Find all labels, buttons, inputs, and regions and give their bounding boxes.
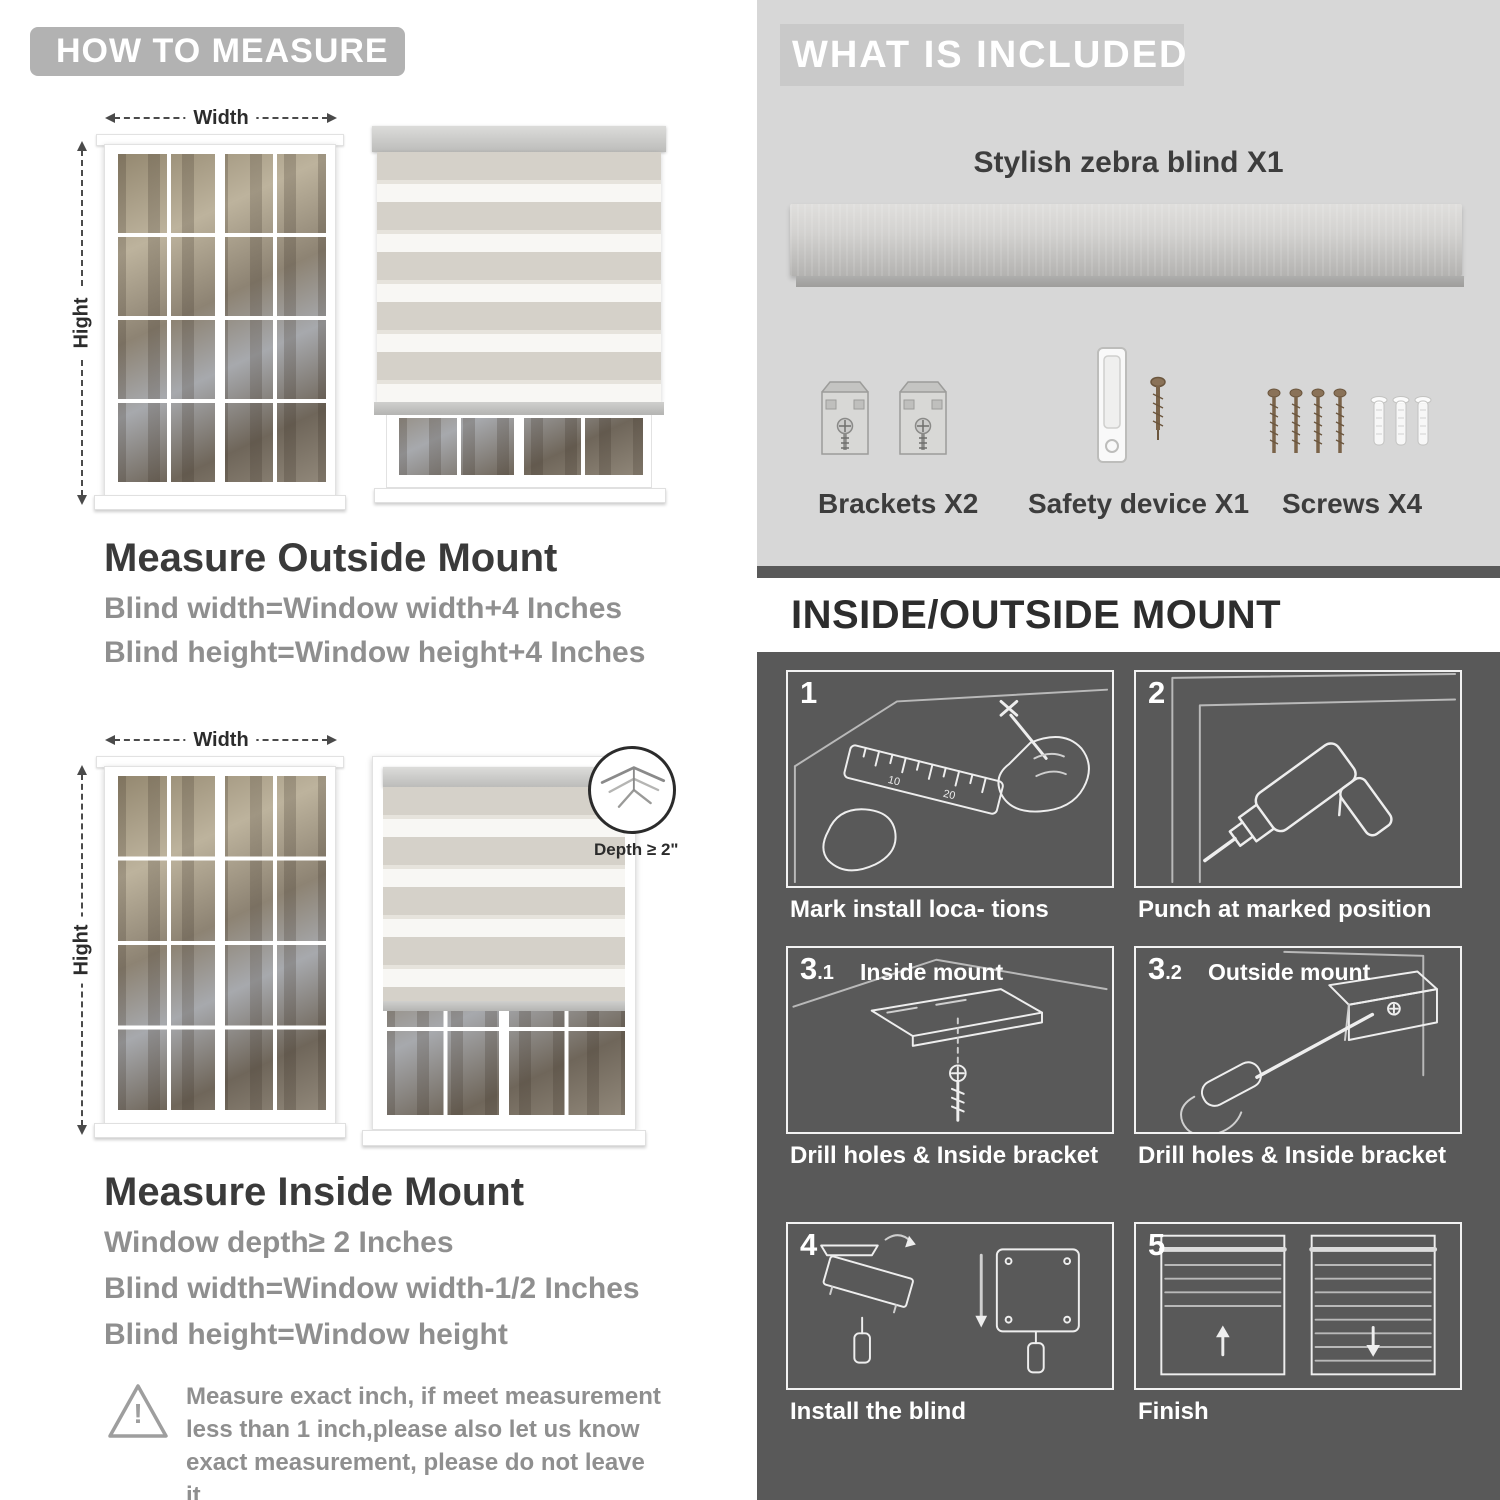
step-5-art (1158, 1234, 1438, 1376)
step-number-main: 3 (1148, 951, 1166, 986)
step-number-sub: .1 (817, 962, 834, 984)
step-panel-4: 4 (786, 1222, 1114, 1390)
inside-mount-blind-illustration (362, 756, 646, 1146)
step-number: 3.2 (1148, 953, 1182, 984)
blind-headrail (372, 126, 666, 152)
arrowhead-down-icon (77, 495, 87, 505)
step-4-caption: Install the blind (790, 1398, 967, 1425)
step-1-art: 10 20 (793, 688, 1109, 884)
inside-mount-label: Inside mount (860, 959, 1004, 985)
step-panel-1: 10 20 1 (786, 670, 1114, 888)
safety-device-illustration (1097, 347, 1166, 463)
arrowhead-down-icon (77, 1125, 87, 1135)
inside-mount-formula-height: Blind height=Window height (104, 1318, 508, 1351)
how-to-measure-header: HOW TO MEASURE (30, 27, 405, 76)
svg-text:10: 10 (887, 774, 902, 789)
arrowhead-up-icon (77, 765, 87, 775)
blind-bottomrail (383, 1001, 625, 1011)
height-arrow-inside: Hight (70, 765, 94, 1135)
outside-mount-title: Measure Outside Mount (104, 536, 558, 580)
mount-guide-header: INSIDE/OUTSIDE MOUNT (757, 578, 1500, 652)
step-panel-2: 2 (1134, 670, 1462, 888)
depth-label: Depth ≥ 2" (594, 840, 679, 859)
arrowhead-right-icon (327, 735, 337, 745)
window-sill (94, 495, 346, 510)
window-frame (104, 766, 336, 1124)
window-illustration-outside (94, 134, 346, 510)
step-4-art (820, 1234, 1080, 1374)
window-panes (114, 154, 326, 486)
warning-text: Measure exact inch, if meet measurement … (186, 1383, 661, 1500)
width-label: Width (185, 729, 257, 752)
arrowhead-left-icon (105, 735, 115, 745)
width-arrow-inside: Width (105, 729, 337, 752)
window-illustration-inside (94, 756, 346, 1138)
inside-mount-formula-depth: Window depth≥ 2 Inches (104, 1226, 454, 1259)
window-sill (374, 488, 666, 503)
bracket-illustration-1 (821, 381, 869, 455)
height-label: Hight (70, 916, 94, 984)
height-arrow-outside: Hight (70, 141, 94, 505)
what-is-included-header: WHAT IS INCLUDED (780, 24, 1187, 86)
window-sill (94, 1123, 346, 1138)
headrail-bottom-lip (796, 276, 1464, 287)
step-3-1-art (792, 958, 1108, 1122)
width-label: Width (185, 107, 257, 130)
step-panel-5: 5 (1134, 1222, 1462, 1390)
step-1-caption: Mark install loca- tions (790, 896, 1049, 923)
depth-zoom-circle (588, 746, 676, 834)
inside-mount-formula-width: Blind width=Window width-1/2 Inches (104, 1272, 640, 1305)
outside-mount-formula-width: Blind width=Window width+4 Inches (104, 592, 623, 625)
height-label: Hight (70, 289, 94, 357)
outside-mount-formula-height: Blind height=Window height+4 Inches (104, 636, 646, 669)
step-3-2-art (1180, 950, 1438, 1132)
brackets-label: Brackets X2 (818, 488, 979, 519)
step-2-art (1171, 672, 1457, 884)
step-number-main: 3 (800, 951, 818, 986)
step-number: 1 (800, 675, 818, 710)
zebra-shade (383, 787, 625, 1001)
blind-bottomrail (374, 402, 664, 415)
outside-mount-label: Outside mount (1208, 959, 1371, 985)
window-frame (104, 144, 336, 496)
warning-triangle-icon: ! (106, 1382, 170, 1440)
step-panel-3-1: 3.1 Inside mount (786, 946, 1114, 1134)
window-frame (372, 756, 636, 1130)
safety-device-label: Safety device X1 (1028, 488, 1250, 519)
step-number: 3.1 (800, 953, 834, 984)
inside-mount-title: Measure Inside Mount (104, 1170, 525, 1214)
warning-triangle-outline (108, 1384, 168, 1438)
screws-illustration (1267, 388, 1432, 453)
outside-mount-blind-illustration (372, 126, 666, 506)
arrowhead-up-icon (77, 141, 87, 151)
window-interior (383, 767, 625, 1119)
zebra-blind-headrail-illustration (790, 204, 1462, 276)
blind-headrail (383, 767, 625, 787)
step-number: 2 (1148, 675, 1166, 710)
warning-exclamation: ! (133, 1398, 143, 1429)
step-number: 5 (1148, 1227, 1166, 1262)
width-arrow-outside: Width (105, 107, 337, 130)
mount-guide-section (757, 566, 1500, 1500)
step-panel-3-2: 3.2 Outside mount (1134, 946, 1462, 1134)
step-5-caption: Finish (1138, 1398, 1209, 1425)
zebra-shade (377, 152, 661, 402)
screws-label: Screws X4 (1282, 488, 1423, 519)
step-number: 4 (800, 1227, 818, 1262)
arrowhead-left-icon (105, 113, 115, 123)
step-3-1-caption: Drill holes & Inside bracket (790, 1142, 1099, 1169)
product-label: Stylish zebra blind X1 (973, 146, 1284, 179)
window-panes (114, 776, 326, 1114)
svg-text:20: 20 (942, 788, 957, 803)
bracket-illustration-2 (899, 381, 947, 455)
step-2-caption: Punch at marked position (1138, 896, 1432, 923)
step-number-sub: .2 (1165, 962, 1182, 984)
step-3-2-caption: Drill holes & Inside bracket (1138, 1142, 1447, 1169)
window-sill (362, 1130, 646, 1146)
arrowhead-right-icon (327, 113, 337, 123)
corner-depth-art (600, 766, 666, 808)
